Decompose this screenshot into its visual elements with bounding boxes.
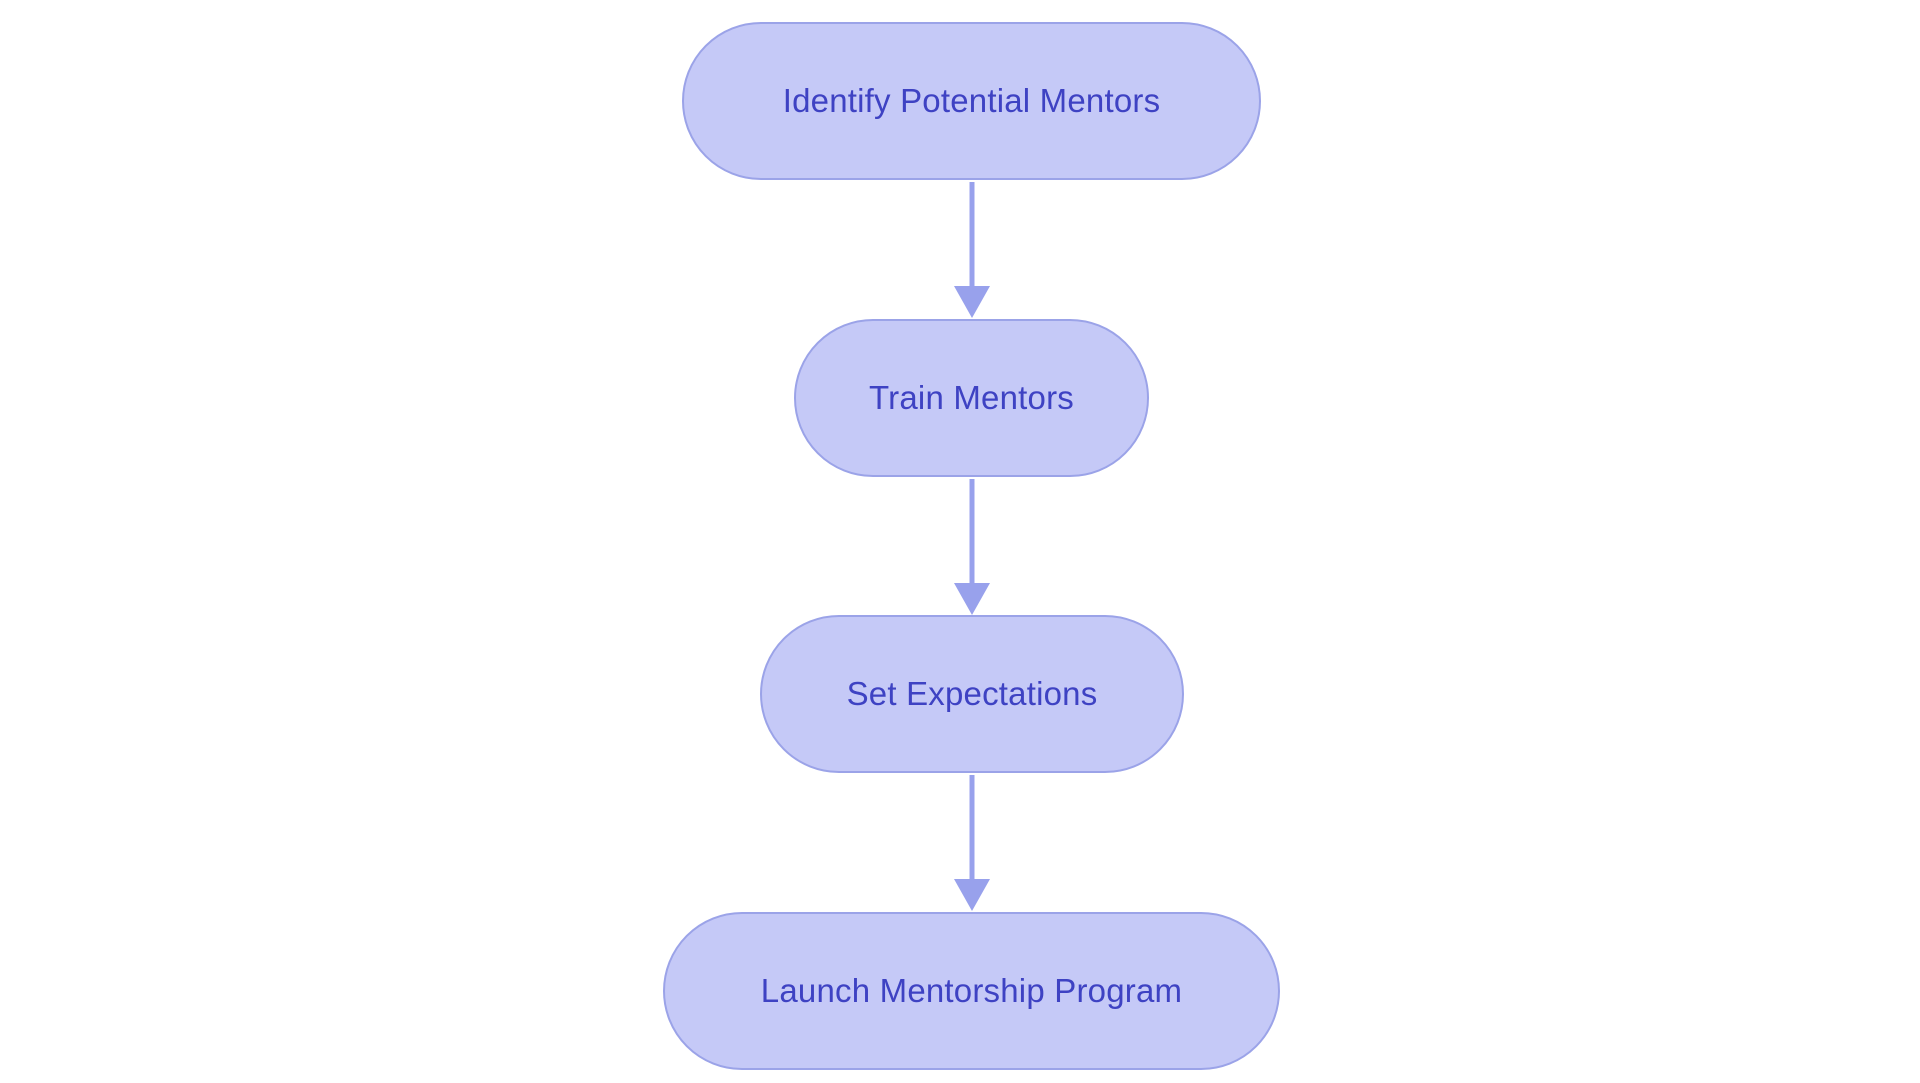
arrow-connector-2 (954, 479, 990, 615)
node-label: Set Expectations (846, 675, 1098, 712)
arrowhead-icon (954, 879, 990, 911)
node-label: Launch Mentorship Program (760, 972, 1183, 1009)
node-label: Train Mentors (869, 379, 1074, 416)
arrowhead-icon (954, 286, 990, 318)
flowchart-node-launch-mentorship-program[interactable]: Launch Mentorship Program (663, 912, 1280, 1070)
arrowhead-icon (954, 583, 990, 615)
flowchart-node-identify-potential-mentors[interactable]: Identify Potential Mentors (682, 22, 1261, 180)
arrow-connector-1 (954, 182, 990, 318)
flowchart-node-set-expectations[interactable]: Set Expectations (760, 615, 1184, 773)
flowchart-node-train-mentors[interactable]: Train Mentors (794, 319, 1149, 477)
arrow-connector-3 (954, 775, 990, 911)
node-label: Identify Potential Mentors (782, 82, 1161, 119)
